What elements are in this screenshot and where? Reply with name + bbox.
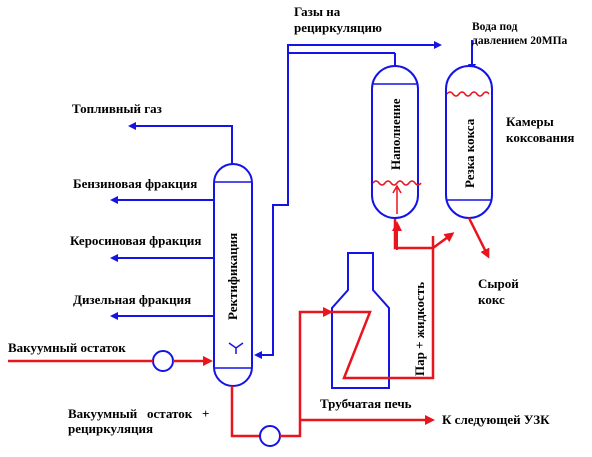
filling-label: Наполнение bbox=[388, 98, 403, 170]
steam-liquid-label: Пар + жидкость bbox=[412, 281, 427, 376]
coking-chambers-label: Камеры коксования bbox=[506, 114, 575, 145]
fuel-gas-line bbox=[128, 122, 233, 164]
tube-furnace bbox=[331, 252, 390, 389]
chamber-feed-line bbox=[393, 218, 433, 250]
vacuum-residue-label: Вакуумный остаток bbox=[8, 340, 126, 355]
rectification-label: Ректификация bbox=[225, 232, 240, 320]
gasoline-label: Бензиновая фракция bbox=[73, 176, 198, 191]
steam-liquid-line bbox=[410, 236, 435, 380]
column-distributor-icon bbox=[228, 342, 244, 354]
vacuum-recycle-label: Вакуумный остаток + рециркуляция bbox=[68, 406, 210, 436]
next-unit-label: К следующей УЗК bbox=[442, 412, 550, 427]
kerosene-label: Керосиновая фракция bbox=[70, 233, 202, 248]
diesel-label: Дизельная фракция bbox=[73, 292, 192, 307]
to-cutting-chamber-line bbox=[432, 232, 455, 250]
coke-cutting-label: Резка кокса bbox=[462, 118, 477, 188]
raw-coke-line bbox=[467, 217, 490, 259]
gas-recycle-line bbox=[287, 41, 442, 53]
filling-arrowhead bbox=[392, 184, 402, 194]
furnace-feed-line bbox=[280, 307, 333, 438]
column-bottoms-line bbox=[230, 386, 260, 438]
bottoms-pump-icon bbox=[259, 425, 281, 447]
water-label: Вода под давлением 20МПа bbox=[472, 21, 568, 47]
tube-furnace-label: Трубчатая печь bbox=[320, 396, 412, 411]
cutting-level-wave bbox=[446, 91, 490, 97]
gas-recycle-label: Газы на рециркуляцию bbox=[294, 4, 382, 35]
fuel-gas-label: Топливный газ bbox=[72, 101, 162, 116]
feed-pump-icon bbox=[152, 350, 174, 372]
filling-level-wave bbox=[372, 180, 422, 186]
furnace-coil bbox=[330, 310, 410, 380]
raw-coke-label: Сырой кокс bbox=[478, 276, 519, 307]
coking-chamber-filling bbox=[371, 65, 419, 219]
